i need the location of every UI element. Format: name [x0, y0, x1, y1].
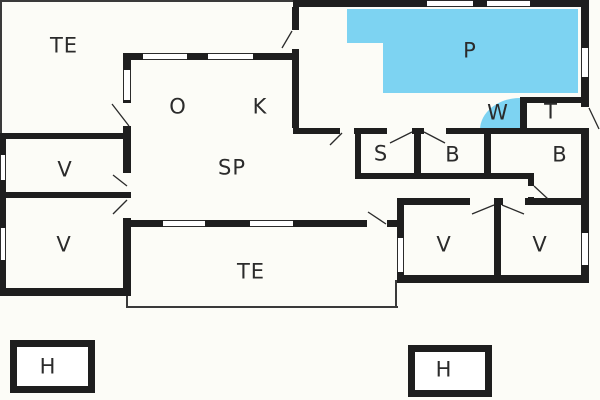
room-label-toilet: T [544, 99, 558, 124]
wall-sauna-left [355, 134, 361, 174]
room-label-b-right: B [552, 142, 568, 167]
room-label-terrace-bottom: TE [236, 259, 266, 284]
window-vblock-left [397, 238, 404, 272]
shed-left-box [10, 340, 95, 393]
window-living-2 [250, 220, 293, 227]
door-gap-v-upper-left [123, 173, 131, 192]
window-kitchen-2 [208, 53, 253, 60]
terrace-top-outline-top [0, 0, 293, 2]
room-label-terrace-top: TE [49, 33, 79, 58]
window-kitchen-1 [143, 53, 187, 60]
door-gap-v-bottom-left [470, 198, 494, 205]
door-gap-kitchen-terrace [123, 103, 131, 126]
wall-v2-bottom [0, 288, 131, 296]
door-gap-right-exterior [581, 107, 589, 128]
wall-b-b-divider [484, 134, 491, 174]
wall-kitchen-right [292, 7, 299, 128]
window-right-lower [581, 233, 589, 265]
wall-vblock-divider [494, 205, 501, 277]
door-gap-sauna [387, 128, 412, 134]
window-right-upper [581, 48, 589, 77]
door-gap-b-left [424, 128, 446, 134]
window-top-1 [427, 0, 473, 7]
door-gap-poolhall-terrace [292, 30, 299, 49]
pool-water-lower [383, 43, 578, 93]
wall-toilet-top [520, 97, 589, 103]
terrace-bottom-outline-right [395, 280, 397, 308]
room-label-dining: O [169, 94, 187, 119]
door-gap-living-terrace [367, 220, 387, 227]
room-label-shed-left: H [39, 354, 57, 379]
wall-vblock-bottom [397, 275, 589, 283]
room-label-v-lower-left: V [56, 232, 72, 257]
terrace-bottom-outline-left [126, 296, 128, 308]
wall-sauna-b-bottom [355, 173, 534, 179]
room-label-v-bottom-right: V [532, 232, 548, 257]
wall-left [0, 133, 6, 296]
window-top-2 [487, 0, 530, 7]
door-gap-b-extension [528, 186, 534, 197]
door-gap-poolhall-living [340, 128, 354, 134]
wall-sauna-b-divider [414, 128, 421, 174]
shed-right-box [408, 345, 492, 397]
room-label-kitchen: K [252, 94, 268, 119]
wall-right [581, 0, 589, 283]
room-label-b-left: B [445, 142, 461, 167]
pool-water-upper [347, 9, 578, 43]
door-gap-v-bottom-right [503, 198, 525, 205]
window-left-lower [0, 228, 6, 260]
room-label-living: SP [218, 155, 246, 180]
wall-v1-v2-divider [0, 192, 131, 198]
room-label-shed-right: H [435, 357, 453, 382]
room-label-pool: P [463, 38, 477, 63]
terrace-top-outline-left [0, 0, 2, 133]
terrace-bottom-outline-bottom [126, 306, 398, 308]
window-kitchen-left [123, 70, 131, 100]
window-living-1 [163, 220, 205, 227]
room-label-sauna: S [373, 141, 389, 166]
wall-v1-top [0, 133, 131, 139]
window-left-upper [0, 155, 6, 180]
room-label-v-upper-left: V [57, 157, 73, 182]
room-label-bath: W [487, 100, 509, 125]
wall-v-right-lower [123, 218, 131, 296]
wall-toilet-left [520, 97, 527, 134]
room-label-v-bottom-left: V [436, 232, 452, 257]
door-gap-v-lower-left [123, 198, 131, 218]
